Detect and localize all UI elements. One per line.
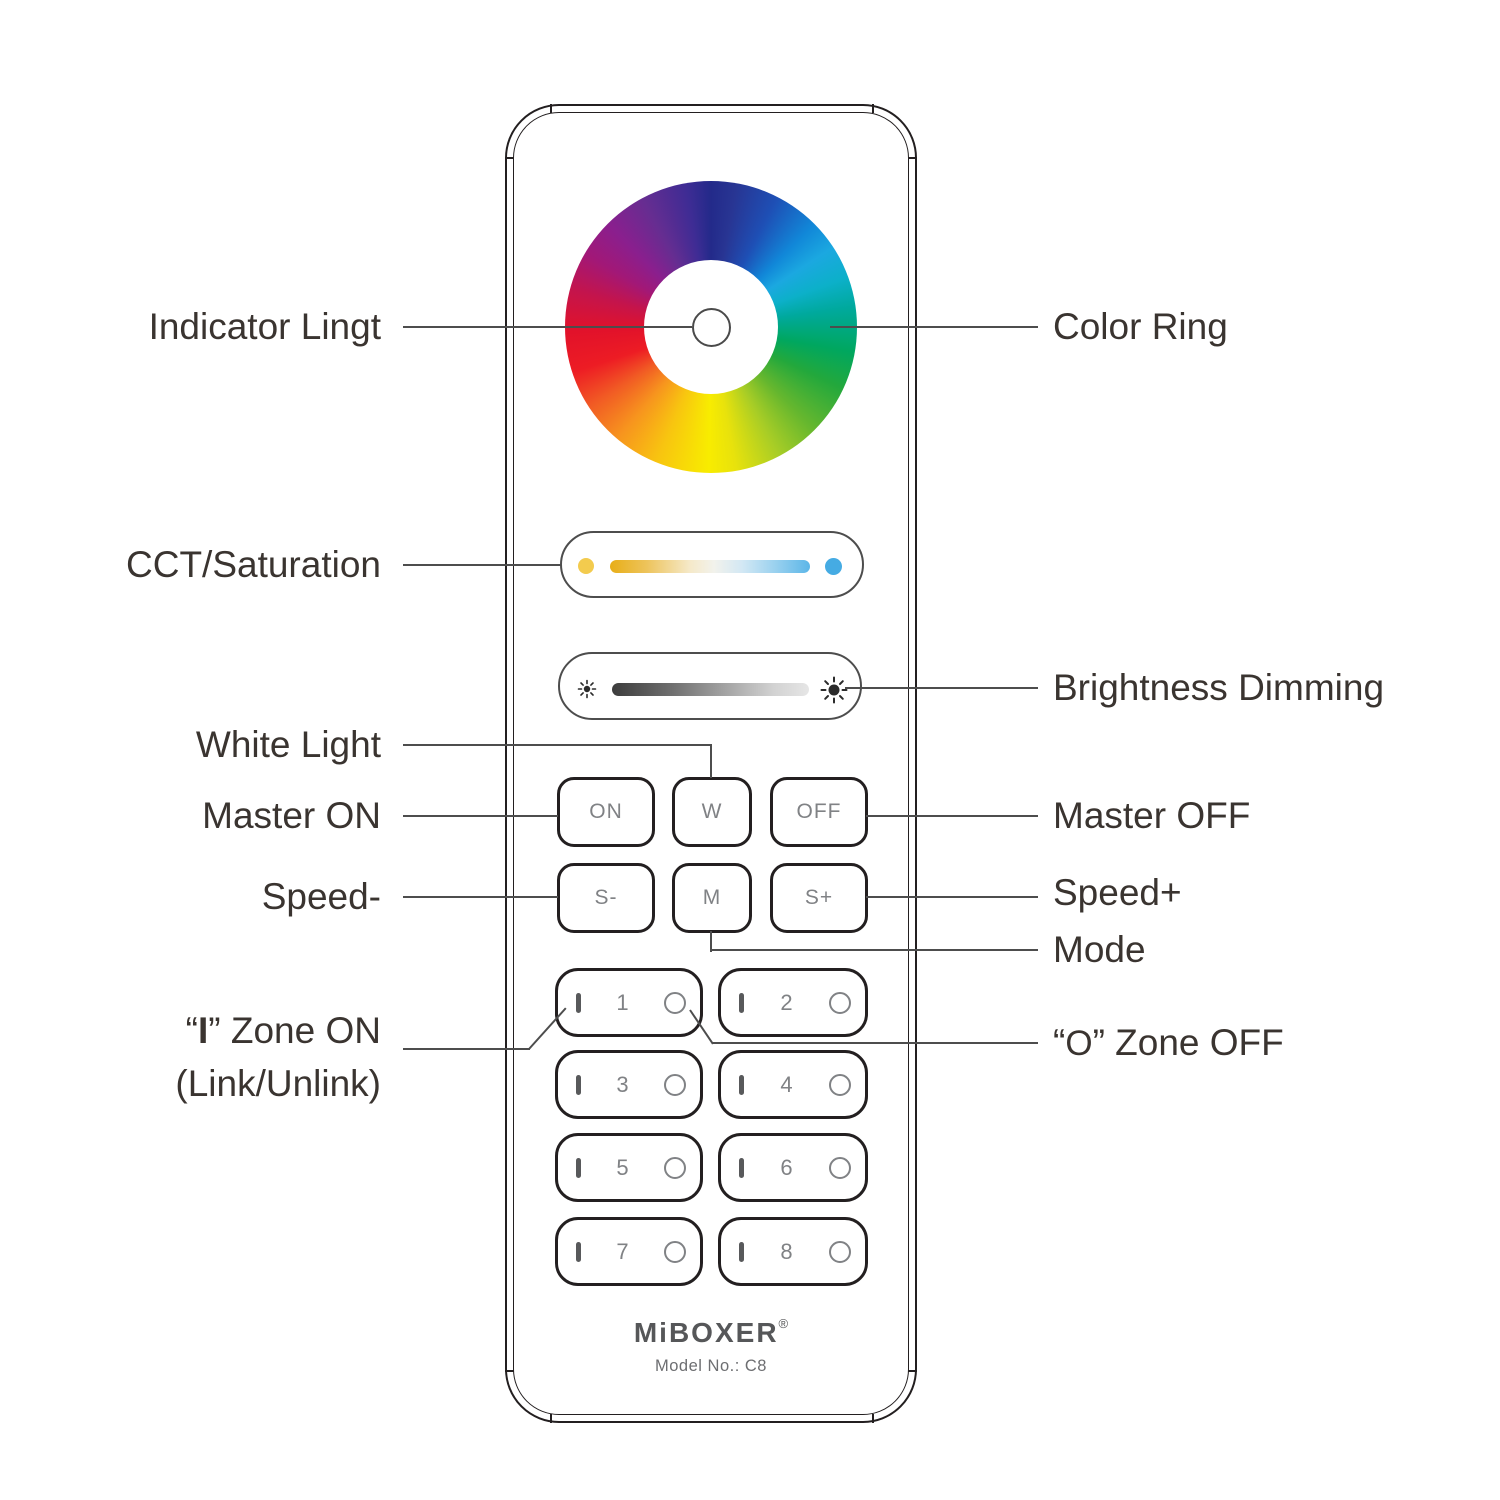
callout-line-white-light: [403, 744, 712, 746]
corner-tick: [550, 1414, 552, 1423]
zone-on-bar-icon[interactable]: [576, 1157, 581, 1178]
label-zone-off: “O” Zone OFF: [1053, 1022, 1284, 1063]
brightness-high-icon: [820, 676, 848, 704]
callout-line-mode: [710, 949, 1038, 951]
brand-name: MiBOXER: [633, 1317, 779, 1348]
brightness-low-icon: [577, 679, 597, 699]
cct-saturation-slider[interactable]: [560, 531, 864, 598]
label-brightness-dimming: Brightness Dimming: [1053, 667, 1385, 708]
speed-plus-button[interactable]: S+: [770, 863, 868, 933]
zone-on-bar-icon[interactable]: [739, 1241, 744, 1262]
label-indicator-light: Indicator Lingt: [148, 306, 381, 347]
speed-minus-label: S-: [594, 886, 618, 909]
zone-on-symbol: I: [198, 1010, 209, 1051]
label-speed-plus: Speed+: [1053, 872, 1182, 913]
remote-body-inner-line: [513, 112, 909, 1415]
mode-button[interactable]: M: [672, 863, 752, 933]
zone-button-3[interactable]: 3: [555, 1050, 703, 1119]
zone-button-2[interactable]: 2: [718, 968, 868, 1037]
master-off-label: OFF: [796, 800, 842, 823]
label-white-light: White Light: [195, 724, 381, 765]
registered-mark: ®: [778, 1316, 789, 1331]
callout-line-master-off: [866, 815, 1038, 817]
brand-logo: MiBOXER®: [505, 1316, 917, 1349]
speed-plus-label: S+: [804, 886, 834, 909]
white-light-button[interactable]: W: [672, 777, 752, 847]
corner-tick: [908, 157, 917, 159]
zone-off-circle-icon[interactable]: [829, 1073, 851, 1096]
callout-line-speed-plus: [866, 896, 1038, 898]
zone-off-symbol: O: [1065, 1024, 1093, 1063]
zone-off-circle-icon[interactable]: [664, 1156, 686, 1179]
warm-white-dot-icon: [578, 558, 594, 574]
label-mode: Mode: [1053, 929, 1146, 970]
label-master-on: Master ON: [202, 795, 381, 836]
callout-line-cct: [403, 564, 562, 566]
zone-number: 1: [616, 989, 629, 1015]
zone-off-circle-icon[interactable]: [829, 991, 851, 1014]
callout-line-mode: [710, 931, 712, 952]
cool-white-dot-icon: [825, 558, 842, 575]
speed-minus-button[interactable]: S-: [557, 863, 655, 933]
label-cct-saturation: CCT/Saturation: [126, 544, 381, 585]
zone-on-bar-icon[interactable]: [576, 1074, 581, 1095]
zone-on-bar-icon[interactable]: [576, 992, 581, 1013]
corner-tick: [908, 1370, 917, 1372]
zone-number: 2: [780, 989, 793, 1015]
brightness-gradient-bar[interactable]: [612, 683, 809, 696]
zone-number: 7: [616, 1238, 629, 1264]
zone-number: 6: [780, 1154, 793, 1180]
zone-off-circle-icon[interactable]: [829, 1156, 851, 1179]
zone-on-bar-icon[interactable]: [576, 1241, 581, 1262]
master-on-button[interactable]: ON: [557, 777, 655, 847]
corner-tick: [872, 104, 874, 113]
zone-on-bar-icon[interactable]: [739, 1157, 744, 1178]
callout-line-indicator: [403, 326, 692, 328]
callout-line-zone-off: [712, 1042, 1038, 1044]
zone-button-1[interactable]: 1: [555, 968, 703, 1037]
indicator-light: [692, 308, 731, 347]
callout-line-master-on: [403, 815, 558, 817]
zone-off-circle-icon[interactable]: [664, 1073, 686, 1096]
master-off-button[interactable]: OFF: [770, 777, 868, 847]
brightness-slider[interactable]: [558, 652, 862, 720]
zone-button-5[interactable]: 5: [555, 1133, 703, 1202]
label-speed-minus: Speed-: [261, 876, 381, 917]
label-zone-on-line1: “I” Zone ON: [185, 1010, 381, 1051]
zone-button-6[interactable]: 6: [718, 1133, 868, 1202]
zone-button-4[interactable]: 4: [718, 1050, 868, 1119]
callout-line-zone-on: [403, 1048, 530, 1050]
mode-label: M: [702, 886, 722, 909]
zone-off-circle-icon[interactable]: [829, 1240, 851, 1263]
zone-number: 4: [780, 1071, 793, 1097]
zone-off-circle-icon[interactable]: [664, 991, 686, 1014]
label-master-off: Master OFF: [1053, 795, 1251, 836]
zone-number: 5: [616, 1154, 629, 1180]
label-color-ring: Color Ring: [1053, 306, 1228, 347]
callout-line-color-ring: [830, 326, 1038, 328]
label-zone-on: “I” Zone ON (Link/Unlink): [175, 1004, 381, 1110]
zone-button-8[interactable]: 8: [718, 1217, 868, 1286]
white-light-label: W: [701, 800, 723, 823]
zone-number: 3: [616, 1071, 629, 1097]
model-number: Model No.: C8: [655, 1357, 767, 1375]
corner-tick: [550, 104, 552, 113]
corner-tick: [872, 1414, 874, 1423]
zone-on-bar-icon[interactable]: [739, 1074, 744, 1095]
label-zone-on-line2: (Link/Unlink): [175, 1063, 381, 1104]
callout-line-white-light: [710, 744, 712, 778]
zone-button-7[interactable]: 7: [555, 1217, 703, 1286]
cct-gradient-bar[interactable]: [610, 560, 810, 573]
callout-line-brightness: [845, 687, 1038, 689]
callout-line-speed-minus: [403, 896, 558, 898]
zone-off-circle-icon[interactable]: [664, 1240, 686, 1263]
zone-number: 8: [780, 1238, 793, 1264]
master-on-label: ON: [589, 800, 623, 823]
zone-on-bar-icon[interactable]: [739, 992, 744, 1013]
corner-tick: [505, 1370, 514, 1372]
corner-tick: [505, 157, 514, 159]
